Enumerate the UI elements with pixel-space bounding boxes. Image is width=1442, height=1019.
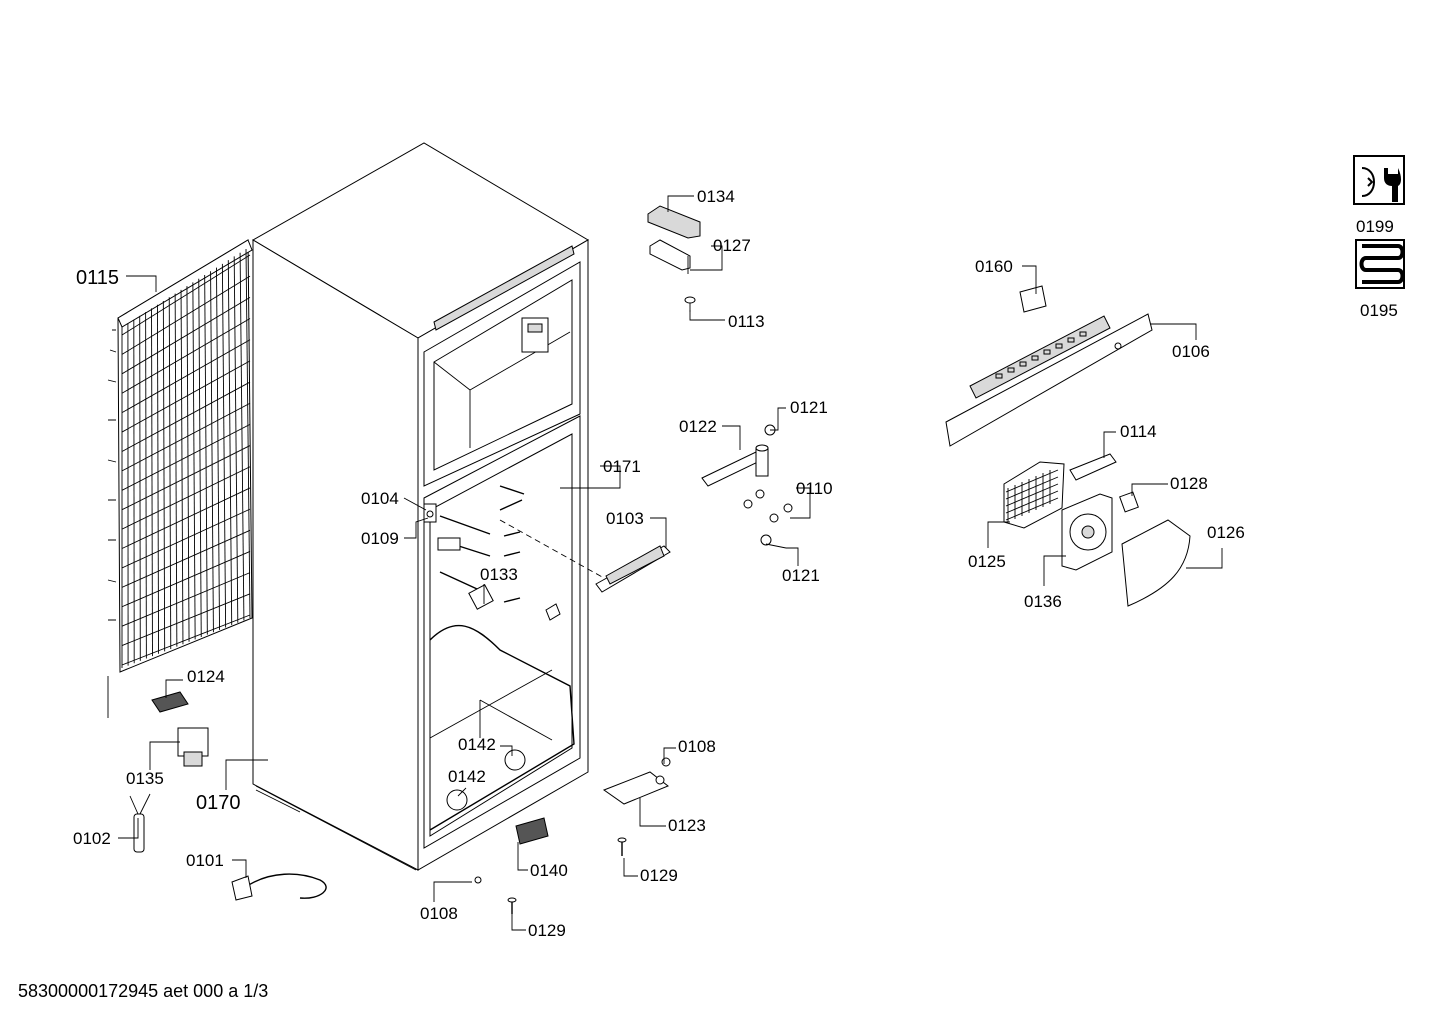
part-label-0103: 0103 <box>606 509 644 528</box>
leader-line <box>639 798 666 827</box>
leader-line <box>690 245 723 271</box>
part-label-0113: 0113 <box>728 312 765 331</box>
leader-line <box>118 818 139 839</box>
leader-line <box>1103 431 1116 458</box>
leader-line <box>1043 555 1066 586</box>
part-label-0129: 0129 <box>528 921 566 940</box>
rail-0103 <box>499 519 671 593</box>
part-label-0134: 0134 <box>697 187 735 206</box>
screw-0129a <box>617 837 627 856</box>
leader-line <box>225 759 268 790</box>
capacitor-0102 <box>129 793 151 853</box>
part-label-0106: 0106 <box>1172 342 1210 361</box>
fan-cover-0125 <box>1003 461 1065 529</box>
part-label-0121: 0121 <box>790 398 828 417</box>
part-label-0122: 0122 <box>679 417 717 436</box>
screw-0113 <box>684 296 696 312</box>
part-label-0135: 0135 <box>126 769 164 788</box>
hinge-bracket-0127 <box>649 239 691 274</box>
hinge-0122 <box>701 444 769 487</box>
leader-line <box>1186 548 1223 569</box>
heating-coil-icon <box>1355 239 1405 289</box>
part-label-0142: 0142 <box>458 735 496 754</box>
part-label-0114: 0114 <box>1120 422 1157 441</box>
leader-line <box>722 425 741 450</box>
leader-line <box>1150 323 1197 340</box>
service-wrench-icon <box>1353 155 1405 205</box>
part-label-0129: 0129 <box>640 866 678 885</box>
leader-line <box>511 914 526 931</box>
leader-line <box>770 407 786 431</box>
thermostat-0124 <box>151 691 189 713</box>
hinge-cover-0134 <box>647 205 701 239</box>
leader-line <box>433 881 472 902</box>
part-label-0142: 0142 <box>448 767 486 786</box>
part-label-0160: 0160 <box>975 257 1013 276</box>
leader-line <box>457 787 467 797</box>
clip-0140 <box>515 817 549 845</box>
fan-0136 <box>1061 493 1113 571</box>
leader-line <box>149 741 180 770</box>
leader-line <box>667 195 694 212</box>
part-label-0140: 0140 <box>530 861 568 880</box>
leader-line <box>987 521 1010 548</box>
leader-line <box>1022 265 1037 294</box>
part-label-0126: 0126 <box>1207 523 1245 542</box>
condenser-drawing <box>107 239 253 718</box>
leader-line <box>517 842 528 871</box>
part-label-0133: 0133 <box>480 565 518 584</box>
leader-line <box>500 745 513 756</box>
seal-0128 <box>1119 491 1139 513</box>
leader-line <box>765 543 799 566</box>
part-label-0102: 0102 <box>73 829 111 848</box>
leader-line <box>165 679 183 698</box>
leader-line <box>560 465 621 489</box>
part-label-0124: 0124 <box>187 667 225 686</box>
leader-line <box>663 747 676 764</box>
legend-label-0199: 0199 <box>1356 217 1394 236</box>
part-label-0127: 0127 <box>713 236 751 255</box>
control-panel-0106 <box>945 285 1153 447</box>
leader-line <box>689 310 725 321</box>
document-id: 58300000172945 aet 000 a 1/3 <box>18 981 269 1001</box>
part-label-0170: 0170 <box>196 792 241 814</box>
leader-line <box>403 497 427 511</box>
foot-plate-0123 <box>602 757 671 805</box>
part-label-0136: 0136 <box>1024 592 1062 611</box>
power-cord-0101 <box>231 873 327 901</box>
cabinet-drawing <box>252 142 589 871</box>
legend-label-0195: 0195 <box>1360 301 1398 320</box>
leader-line <box>790 487 811 519</box>
leader-line <box>623 858 638 877</box>
part-label-0125: 0125 <box>968 552 1006 571</box>
part-label-0108: 0108 <box>420 904 458 923</box>
part-label-0115: 0115 <box>76 267 119 289</box>
part-label-0128: 0128 <box>1170 474 1208 493</box>
screws-0110 <box>743 424 793 546</box>
bracket-0114 <box>1069 453 1117 481</box>
leader-line <box>1131 483 1168 496</box>
small-parts-0108-0129 <box>474 876 517 914</box>
leader-line <box>404 517 429 539</box>
part-label-0104: 0104 <box>361 489 399 508</box>
part-label-0108: 0108 <box>678 737 716 756</box>
leader-line <box>650 517 667 548</box>
leader-line <box>126 275 157 292</box>
part-label-0171: 0171 <box>603 457 641 476</box>
air-duct-0126 <box>1121 519 1191 607</box>
relay-0135 <box>177 727 209 767</box>
leader-line <box>232 859 247 878</box>
bracket-0104-0109 <box>423 503 437 523</box>
part-label-0123: 0123 <box>668 816 706 835</box>
part-label-0109: 0109 <box>361 529 399 548</box>
part-label-0121: 0121 <box>782 566 820 585</box>
part-label-0110: 0110 <box>796 479 833 498</box>
part-label-0101: 0101 <box>186 851 224 870</box>
